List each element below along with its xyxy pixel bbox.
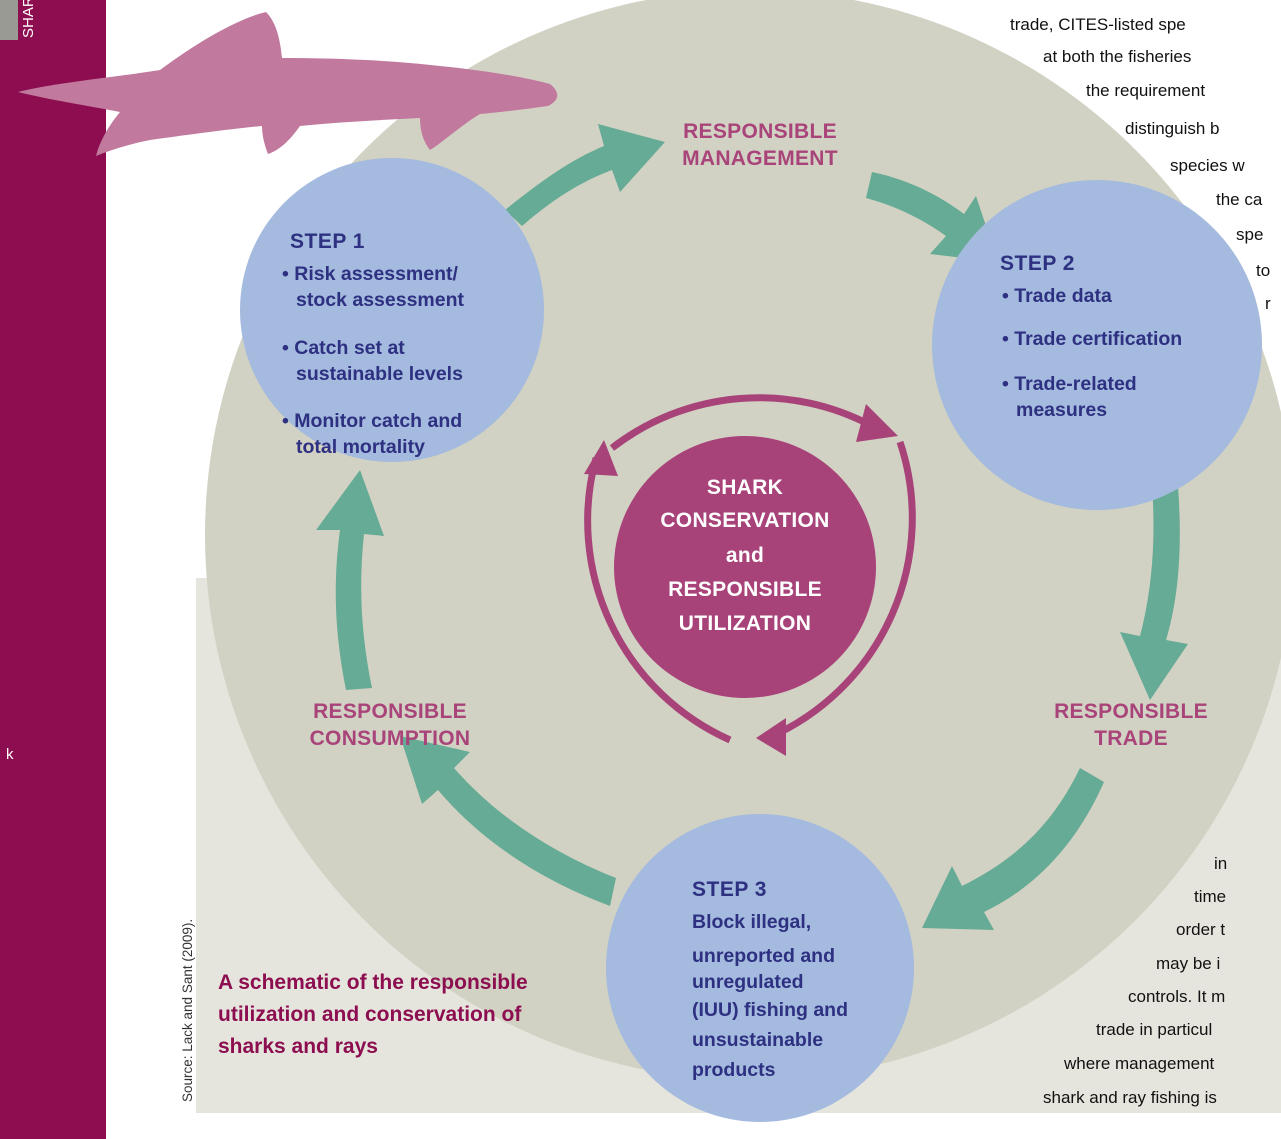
center-text-line: UTILIZATION — [678, 612, 812, 635]
step1-bullet: • Catch set at — [282, 337, 405, 359]
stage-trade: RESPONSIBLE TRADE — [1016, 698, 1246, 752]
body-text-line: r — [1265, 294, 1271, 313]
body-text-line: time — [1194, 887, 1227, 906]
arrow-step1-to-management — [505, 124, 665, 226]
step1-title: STEP 1 — [290, 230, 365, 253]
center-text-line: CONSERVATION — [660, 509, 830, 532]
body-text-line: controls. It m — [1128, 987, 1226, 1006]
stage-management: RESPONSIBLE MANAGEMENT — [632, 118, 888, 172]
center-text-line: and — [725, 544, 765, 567]
body-text-line: at both the fisheries — [1043, 47, 1192, 66]
body-text-line: the requirement — [1086, 81, 1206, 100]
arrow-trade-to-step3 — [922, 768, 1104, 930]
body-text-line: to — [1256, 261, 1271, 280]
step3-line: (IUU) fishing and — [692, 999, 848, 1021]
center-text-line: RESPONSIBLE — [668, 578, 822, 601]
stage-management-line1: RESPONSIBLE — [683, 120, 837, 143]
body-text-line: shark and ray fishing is — [1043, 1088, 1217, 1107]
figure-caption: A schematic of the responsible utilizati… — [218, 971, 528, 1058]
step1-bullet: • Risk assessment/ — [282, 263, 458, 285]
step1-bullet-cont: stock assessment — [296, 289, 465, 311]
arrow-consumption-to-step1 — [316, 470, 384, 690]
step3-line: unsustainable — [692, 1029, 824, 1051]
inner-arrow-left — [584, 457, 732, 744]
step3-line: unreported and — [692, 945, 836, 967]
step3-line: products — [692, 1059, 776, 1081]
step1-bullet-cont: total mortality — [296, 436, 425, 458]
center-circle — [614, 436, 876, 698]
stage-trade-line2: TRADE — [1094, 727, 1168, 750]
source-note: Source: Lack and Sant (2009). — [180, 918, 195, 1102]
center-text-line: SHARK — [706, 476, 784, 499]
body-text-line: where management — [1064, 1054, 1215, 1073]
inner-arrow-top — [609, 394, 874, 451]
body-text-line: in — [1214, 854, 1228, 873]
stage-consumption-line1: RESPONSIBLE — [313, 700, 467, 723]
body-text-line: trade in particul — [1096, 1020, 1213, 1039]
stage-consumption-line2: CONSUMPTION — [309, 727, 471, 750]
arrow-step2-to-trade — [1120, 486, 1188, 700]
step3-line: unregulated — [692, 971, 804, 993]
inner-arrowhead-left — [584, 440, 618, 476]
step2-bullet: • Trade data — [1002, 285, 1112, 307]
step1-bullet: • Monitor catch and — [282, 410, 463, 432]
step2-circle — [932, 180, 1262, 510]
stage-consumption: RESPONSIBLE CONSUMPTION — [268, 698, 512, 752]
sidebar — [0, 0, 106, 1139]
sidebar-text-fragment: k — [6, 746, 14, 763]
step2-bullet-cont: measures — [1016, 399, 1108, 421]
body-text-line: may be i — [1156, 954, 1221, 973]
inner-arrow-right — [766, 440, 916, 742]
body-text-line: distinguish b — [1125, 119, 1220, 138]
body-text-line: trade, CITES-listed spe — [1010, 15, 1186, 34]
inner-arrowhead-top — [856, 404, 898, 442]
step3-circle — [606, 814, 914, 1122]
step3-line: Block illegal, — [692, 911, 812, 933]
body-text-line: spe — [1236, 225, 1264, 244]
arrow-step3-to-consumption — [400, 736, 616, 906]
step1-bullet-cont: sustainable levels — [296, 363, 463, 385]
arrow-management-to-step2 — [866, 172, 998, 262]
body-text-line: the ca — [1216, 190, 1263, 209]
shark-silhouette — [18, 12, 558, 156]
inner-arrowhead-bottom — [756, 718, 786, 756]
step1-circle — [240, 158, 544, 462]
sidebar-photo — [0, 0, 18, 40]
step2-bullet: • Trade certification — [1002, 328, 1183, 350]
step2-title: STEP 2 — [1000, 252, 1075, 275]
stage-trade-line1: RESPONSIBLE — [1054, 700, 1208, 723]
body-text-line: species w — [1170, 156, 1245, 175]
step3-title: STEP 3 — [692, 878, 767, 901]
step2-bullet: • Trade-related — [1002, 373, 1137, 395]
stage-management-line2: MANAGEMENT — [682, 147, 838, 170]
body-text-line: order t — [1176, 920, 1226, 939]
